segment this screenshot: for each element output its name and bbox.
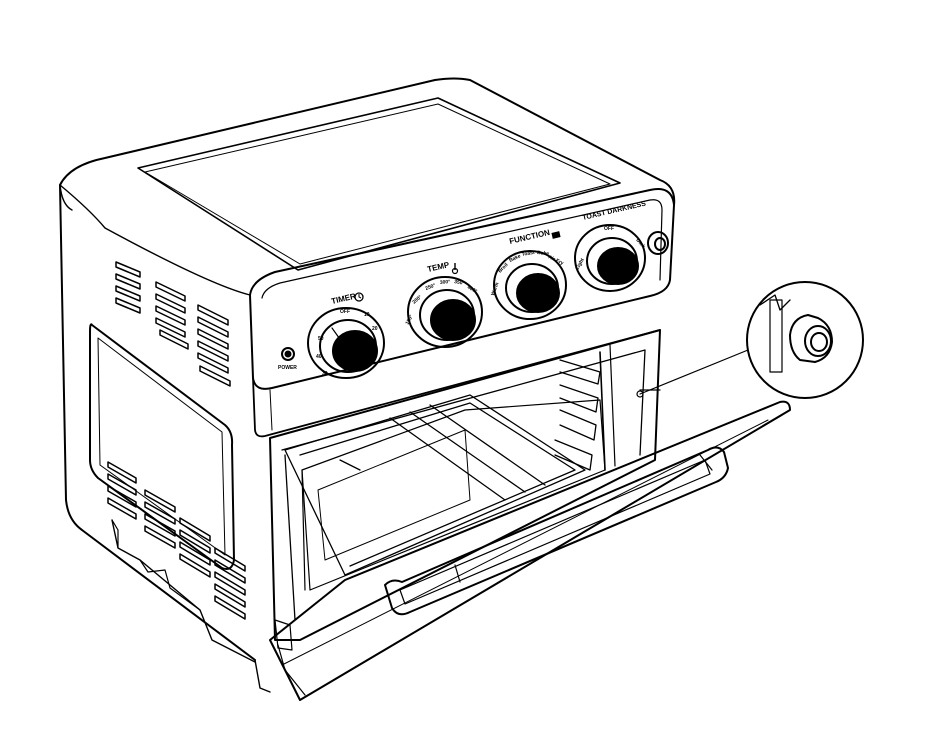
wire-rack — [284, 394, 586, 576]
svg-text:40: 40 — [316, 354, 322, 360]
temp-label: TEMP — [426, 260, 450, 274]
toast-dial-ticks: OFF Light Dark — [575, 226, 647, 271]
rack-rails — [554, 344, 616, 471]
toast-darkness-knob[interactable] — [574, 224, 646, 292]
svg-text:Air Fry: Air Fry — [547, 254, 564, 266]
oven-left-side — [59, 184, 256, 661]
svg-text:Dark: Dark — [634, 237, 646, 250]
svg-text:OFF: OFF — [340, 309, 350, 315]
side-window — [89, 323, 235, 570]
timer-knob[interactable] — [307, 307, 385, 379]
svg-text:50: 50 — [318, 336, 324, 342]
svg-text:200°: 200° — [411, 294, 423, 305]
clock-icon — [354, 292, 364, 302]
mode-icon — [551, 231, 561, 239]
door-stop-button[interactable] — [647, 231, 669, 255]
control-panel — [249, 188, 675, 390]
timer-dial-ticks: OFF 10 20 30 40 50 — [316, 309, 378, 377]
temp-dial-ticks: 150° 200° 250° 300° 350° 400° — [405, 279, 478, 326]
door-stop-peg-icon — [759, 294, 833, 373]
side-vents-upper — [115, 261, 231, 387]
svg-text:Toast: Toast — [521, 250, 535, 258]
timer-label: TIMER — [330, 292, 356, 306]
svg-text:OFF: OFF — [604, 226, 614, 232]
svg-text:30: 30 — [322, 371, 328, 377]
power-indicator-light — [281, 347, 295, 361]
side-vents-lower — [107, 461, 246, 620]
door-handle[interactable] — [384, 446, 729, 616]
power-label: POWER — [278, 365, 297, 371]
svg-text:Broil: Broil — [497, 262, 510, 275]
detail-callout — [636, 281, 864, 399]
function-knob[interactable] — [493, 250, 567, 320]
svg-text:150°: 150° — [405, 314, 415, 326]
svg-text:350°: 350° — [454, 279, 465, 287]
svg-text:400°: 400° — [466, 285, 478, 295]
svg-text:Bake: Bake — [508, 253, 522, 264]
svg-text:10: 10 — [364, 312, 370, 318]
svg-text:Light: Light — [575, 257, 586, 271]
svg-text:Warm: Warm — [490, 281, 501, 296]
svg-text:300°: 300° — [440, 279, 451, 286]
svg-text:Bake: Bake — [537, 250, 550, 257]
oven-top-panel — [137, 97, 621, 271]
temp-knob[interactable] — [407, 276, 483, 348]
oven-top-outline — [59, 77, 676, 206]
svg-text:20: 20 — [372, 326, 378, 332]
svg-text:250°: 250° — [425, 283, 437, 292]
oven-cavity — [301, 399, 606, 591]
thermometer-icon — [451, 263, 459, 275]
